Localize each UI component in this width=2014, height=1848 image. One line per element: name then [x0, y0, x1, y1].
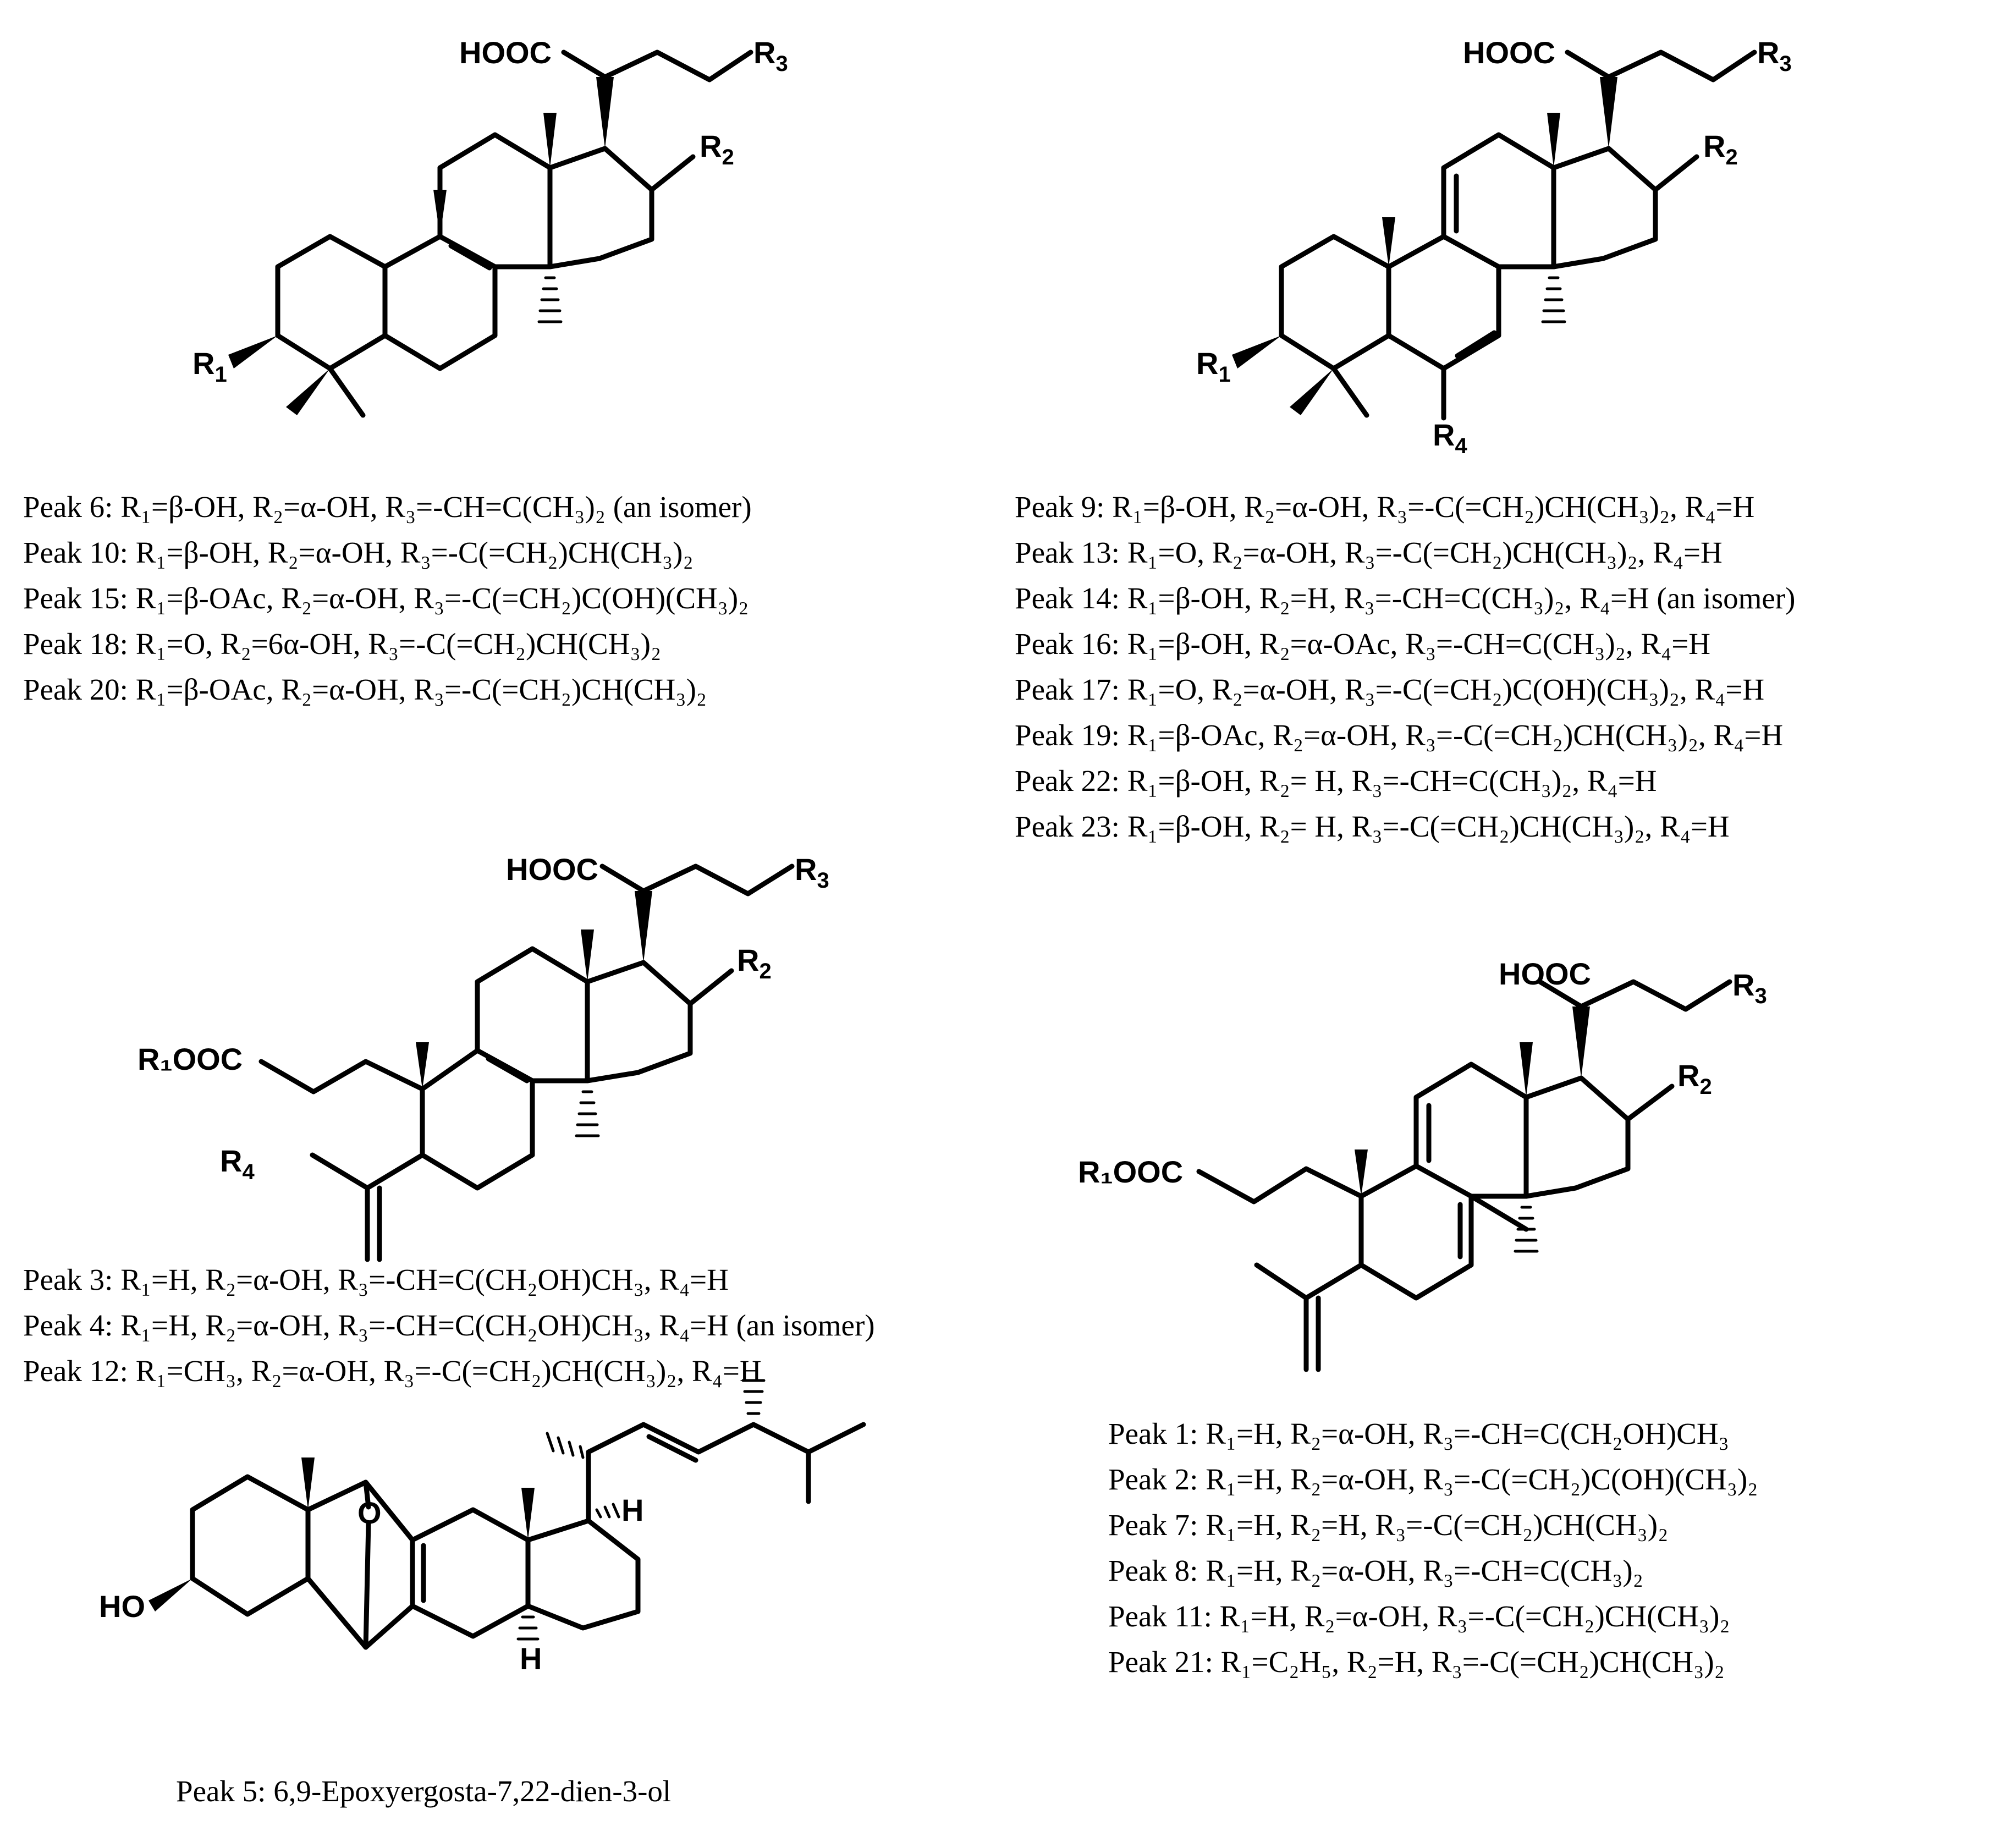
captions-structure-d: Peak 1: R₁=H, R₂=α-OH, R₃=-CH=C(CH₂OH)CH… [1108, 1411, 1758, 1685]
caption-c-1: Peak 3: R₁=H, R₂=α-OH, R₃=-CH=C(CH₂OH)CH… [23, 1263, 729, 1296]
hooc-label-c: HOOC [506, 852, 598, 887]
caption-a-3: Peak 15: R₁=β-OAc, R₂=α-OH, R₃=-C(=CH₂)C… [23, 581, 749, 615]
structure-a: HOOC R3 R2 R1 [192, 35, 788, 418]
ho-label-e: HO [99, 1589, 145, 1624]
c14-h-hash-e [516, 1615, 540, 1641]
caption-b-6: Peak 19: R₁=β-OAc, R₂=α-OH, R₃=-C(=CH₂)C… [1015, 718, 1784, 752]
caption-b-1: Peak 9: R₁=β-OH, R₂=α-OH, R₃=-C(=CH₂)CH(… [1015, 490, 1755, 524]
r1ooc-label-c: R₁OOC [137, 1042, 243, 1076]
caption-a-2: Peak 10: R₁=β-OH, R₂=α-OH, R₃=-C(=CH₂)CH… [23, 536, 694, 569]
caption-b-2: Peak 13: R₁=O, R₂=α-OH, R₃=-C(=CH₂)CH(CH… [1015, 536, 1723, 569]
structure-e: O HO H H [99, 1379, 866, 1676]
caption-structure-e: Peak 5: 6,9-Epoxyergosta-7,22-dien-3-ol [176, 1774, 672, 1808]
r2-label-c: R2 [737, 943, 772, 983]
r1ooc-label-d: R₁OOC [1078, 1154, 1183, 1189]
caption-c-2: Peak 4: R₁=H, R₂=α-OH, R₃=-CH=C(CH₂OH)CH… [23, 1308, 875, 1342]
r2-label-a: R2 [700, 129, 734, 169]
r1-label-a: R1 [192, 346, 227, 387]
hooc-label-d: HOOC [1499, 956, 1591, 991]
caption-d-1: Peak 1: R₁=H, R₂=α-OH, R₃=-CH=C(CH₂OH)CH… [1108, 1417, 1729, 1450]
h17-label-e: H [621, 1493, 643, 1527]
captions-structure-b: Peak 9: R₁=β-OH, R₂=α-OH, R₃=-C(=CH₂)CH(… [1015, 484, 1795, 849]
caption-c-3: Peak 12: R₁=CH₃, R₂=α-OH, R₃=-C(=CH₂)CH(… [23, 1354, 762, 1388]
c20-methyl-hash-e [546, 1432, 585, 1459]
r4-label-b: R4 [1433, 417, 1467, 458]
c14-methyl-hash-d [1514, 1206, 1539, 1253]
structure-b: HOOC R3 R2 R1 R4 [1196, 35, 1792, 458]
caption-b-3: Peak 14: R₁=β-OH, R₂=H, R₃=-CH=C(CH₃)₂, … [1015, 581, 1796, 615]
hooc-label-b: HOOC [1463, 35, 1555, 70]
caption-a-1: Peak 6: R₁=β-OH, R₂=α-OH, R₃=-CH=C(CH₃)₂… [23, 490, 752, 524]
caption-d-2: Peak 2: R₁=H, R₂=α-OH, R₃=-C(=CH₂)C(OH)(… [1108, 1462, 1758, 1496]
caption-d-4: Peak 8: R₁=H, R₂=α-OH, R₃=-CH=C(CH₃)₂ [1108, 1554, 1643, 1587]
captions-structure-a: Peak 6: R₁=β-OH, R₂=α-OH, R₃=-CH=C(CH₃)₂… [23, 484, 752, 712]
c14-methyl-hash [537, 276, 563, 323]
captions-structure-c: Peak 3: R₁=H, R₂=α-OH, R₃=-CH=C(CH₂OH)CH… [23, 1257, 875, 1394]
c14-methyl-hash-b [1541, 276, 1566, 323]
r4-label-c: R4 [220, 1143, 255, 1184]
r2-label-b: R2 [1703, 129, 1738, 169]
r3-label-d: R3 [1732, 967, 1767, 1008]
c14-methyl-hash-c [575, 1090, 600, 1137]
structure-c: HOOC R3 R2 R₁OOC R4 [137, 852, 829, 1262]
caption-d-6: Peak 21: R₁=C₂H₅, R₂=H, R₃=-C(=CH₂)CH(CH… [1108, 1645, 1725, 1679]
r3-label-a: R3 [753, 35, 788, 76]
caption-a-5: Peak 20: R₁=β-OAc, R₂=α-OH, R₃=-C(=CH₂)C… [23, 673, 707, 706]
caption-b-4: Peak 16: R₁=β-OH, R₂=α-OAc, R₃=-CH=C(CH₃… [1015, 627, 1710, 661]
caption-b-8: Peak 23: R₁=β-OH, R₂= H, R₃=-C(=CH₂)CH(C… [1015, 810, 1730, 843]
c17-h-hash-e [595, 1503, 620, 1519]
r2-label-d: R2 [1677, 1058, 1712, 1099]
caption-b-7: Peak 22: R₁=β-OH, R₂= H, R₃=-CH=C(CH₃)₂,… [1015, 764, 1657, 798]
h14-label-e: H [520, 1641, 542, 1676]
hooc-label-a: HOOC [459, 35, 552, 70]
structure-d: HOOC R3 R2 R₁OOC [1078, 956, 1767, 1372]
r3-label-b: R3 [1757, 35, 1792, 76]
caption-a-4: Peak 18: R₁=O, R₂=6α-OH, R₃=-C(=CH₂)CH(C… [23, 627, 662, 661]
r3-label-c: R3 [795, 852, 829, 893]
r1-label-b: R1 [1196, 346, 1231, 387]
caption-d-3: Peak 7: R₁=H, R₂=H, R₃=-C(=CH₂)CH(CH₃)₂ [1108, 1508, 1669, 1542]
caption-d-5: Peak 11: R₁=H, R₂=α-OH, R₃=-C(=CH₂)CH(CH… [1108, 1599, 1730, 1633]
c24-methyl-hash-e [741, 1379, 766, 1415]
caption-b-5: Peak 17: R₁=O, R₂=α-OH, R₃=-C(=CH₂)C(OH)… [1015, 673, 1765, 706]
epoxy-oxygen-label: O [357, 1495, 382, 1530]
